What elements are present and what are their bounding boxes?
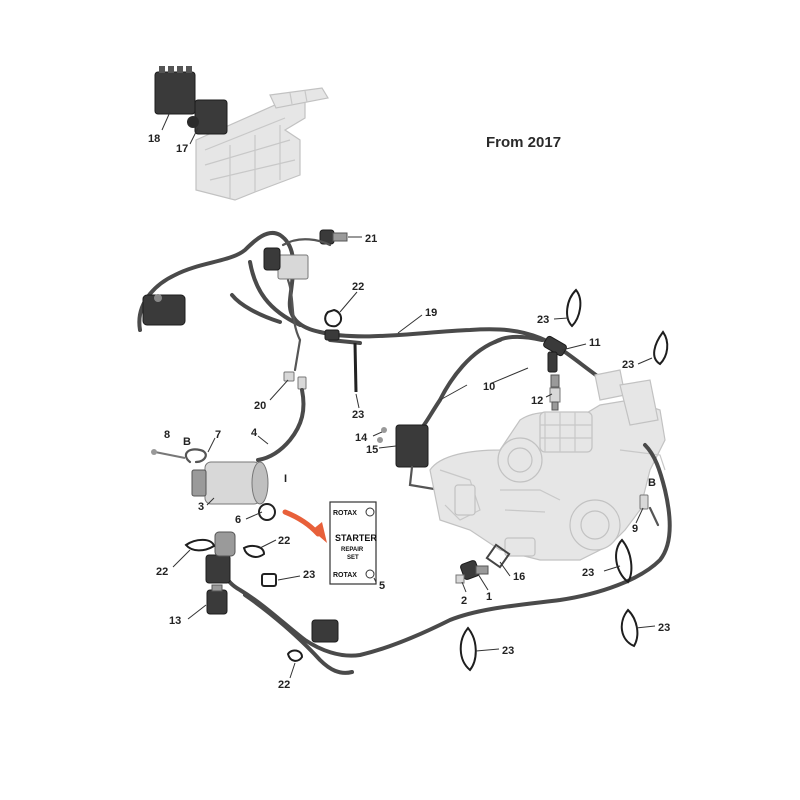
sensor-part-21 <box>319 229 348 245</box>
callout-23-vertical: 23 <box>352 409 364 421</box>
callout-22-left: 22 <box>156 566 168 578</box>
callout-20: 20 <box>254 400 266 412</box>
callout-b-left: B <box>183 436 191 448</box>
callout-23-far-right: 23 <box>658 622 670 634</box>
ht-lead-10 <box>418 334 544 432</box>
callout-11: 11 <box>589 337 601 349</box>
kit-line-3: SET <box>347 555 359 561</box>
engine-ghost <box>429 369 666 561</box>
connector-cluster <box>205 531 339 643</box>
starter-repair-kit: ROTAX STARTER REPAIR SET ROTAX <box>329 501 377 585</box>
callout-b-right: B <box>648 477 656 489</box>
plug-cap-11 <box>543 335 567 373</box>
callout-19: 19 <box>425 307 437 319</box>
callout-10: 10 <box>483 381 495 393</box>
ecu-module <box>154 66 196 115</box>
upper-harness <box>137 230 332 372</box>
callout-16: 16 <box>513 571 525 583</box>
starter-lead-4 <box>256 388 306 462</box>
callout-6: 6 <box>235 514 241 526</box>
clamp-22-b <box>184 538 216 552</box>
callout-23-mid-left: 23 <box>303 569 315 581</box>
coil-block <box>142 294 186 326</box>
callout-3: 3 <box>198 501 204 513</box>
connector-13 <box>206 584 228 615</box>
cable-tie-23-b <box>653 330 669 366</box>
callout-4: 4 <box>251 427 258 439</box>
callout-2: 2 <box>461 595 467 607</box>
red-arrow <box>282 509 327 543</box>
callout-12: 12 <box>531 395 543 407</box>
cable-tie-23-e <box>459 626 477 672</box>
callout-i: I <box>284 473 287 485</box>
kit-line-1: STARTER <box>335 533 377 543</box>
lower-harness <box>216 443 672 675</box>
relay-module <box>187 99 228 135</box>
ignition-coil <box>377 424 442 492</box>
callout-18: 18 <box>148 133 160 145</box>
terminal-block <box>263 247 309 280</box>
callout-8: 8 <box>164 429 170 441</box>
diagram-title: From 2017 <box>486 134 561 151</box>
callout-23-lower-right: 23 <box>582 567 594 579</box>
cable-tie-23-c <box>615 538 633 584</box>
sensor-part-1 <box>455 560 489 584</box>
o-ring-6 <box>258 503 276 521</box>
clip-part-9 <box>639 494 649 510</box>
callout-23-right: 23 <box>622 359 634 371</box>
callout-14: 14 <box>355 432 368 444</box>
callout-22-top: 22 <box>352 281 364 293</box>
cable-tie-23-d <box>620 608 639 648</box>
callout-21: 21 <box>365 233 377 245</box>
starter-motor-3 <box>151 448 269 505</box>
callout-22-mid: 22 <box>278 535 290 547</box>
callout-7: 7 <box>215 429 221 441</box>
gasket-part-16 <box>485 543 511 569</box>
clamp-22-c <box>242 545 266 558</box>
kit-brand-top: ROTAX <box>333 510 357 517</box>
cable-tie-23-a <box>566 288 582 328</box>
mounting-bracket <box>195 87 329 201</box>
clamp-22-a <box>324 308 342 328</box>
callout-23-right-top: 23 <box>537 314 549 326</box>
callout-9: 9 <box>632 523 638 535</box>
cable-tie-vertical <box>353 342 358 393</box>
callout-22-bottom: 22 <box>278 679 290 691</box>
callout-5: 5 <box>379 580 385 592</box>
callout-1: 1 <box>486 591 492 603</box>
callout-15: 15 <box>366 444 378 456</box>
callout-13: 13 <box>169 615 181 627</box>
callout-labels: 18 17 21 22 19 23 11 23 10 12 20 23 8 B … <box>148 133 670 691</box>
leader-lines <box>161 111 656 679</box>
callout-17: 17 <box>176 143 188 155</box>
kit-brand-bottom: ROTAX <box>333 572 357 579</box>
callout-23-bottom: 23 <box>502 645 514 657</box>
clamp-22-d <box>286 649 304 662</box>
cable-tie-23-f <box>261 573 277 587</box>
spark-plug-12 <box>549 374 561 411</box>
kit-line-2: REPAIR <box>341 547 364 553</box>
